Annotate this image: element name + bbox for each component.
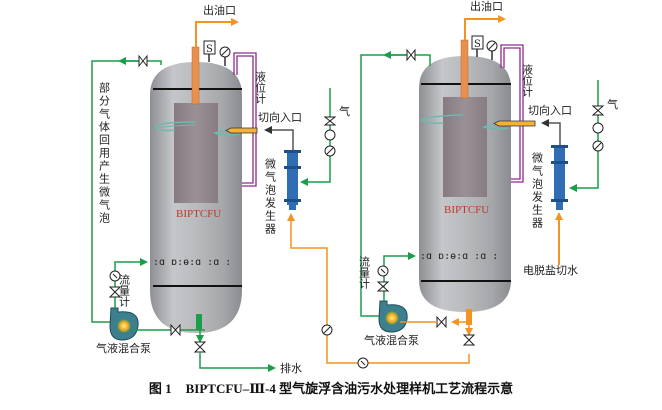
left-gas-valve-icon (323, 116, 337, 126)
right-tank-label: BIPTCFU (444, 204, 489, 216)
left-swirl-left (153, 121, 196, 132)
transfer-water-line (287, 213, 470, 364)
left-oil-outlet-line (195, 18, 239, 47)
right-gas-valve-icon (591, 105, 605, 116)
left-level-gauge-label: 液位计 (254, 70, 267, 105)
right-gas-liquid-pump (378, 300, 408, 333)
left-inlet-nozzle (225, 127, 258, 134)
left-flowmeter-valve-icon (108, 286, 122, 298)
left-generator-to-inlet-line (264, 126, 294, 150)
right-recycle-valve-icon (406, 48, 416, 62)
right-level-gauge-label: 液位计 (521, 63, 534, 98)
right-oil-outlet-line (464, 15, 506, 40)
right-discharge-valve-icon (462, 334, 476, 346)
right-level-gauge-tube (500, 44, 524, 183)
right-flowmeter-label: 流量计 (358, 255, 371, 290)
right-switch-icon: S (474, 39, 481, 50)
left-bubble-generator (284, 150, 301, 210)
right-tank-inner-cylinder (443, 97, 487, 197)
right-pump-label: 气液混合泵 (364, 333, 419, 347)
svg-text:液位计: 液位计 (254, 70, 267, 105)
left-gas-liquid-pump (109, 307, 139, 341)
left-gas-flowmeter-icon (324, 129, 336, 141)
right-gas-label: 气 (607, 97, 618, 111)
left-tank-inner-cylinder (174, 103, 218, 203)
right-inlet-nozzle (493, 120, 536, 127)
svg-text:液位计: 液位计 (521, 63, 534, 98)
left-pump-valve-icon (170, 323, 181, 337)
left-unit: :ɑ ɒ:ɵ:ɑ :ɑ : BIPTCFU 出油口 S 液位计 切向入口 (91, 3, 470, 375)
left-drain-label: 排水 (280, 361, 302, 375)
svg-text:部分气体回用产生微气泡: 部分气体回用产生微气泡 (98, 81, 111, 225)
right-flowmeter-valve-icon (376, 281, 390, 292)
figure-caption: 图 1 BIPTCFU–Ⅲ-4 型气旋浮含油污水处理样机工艺流程示意 (0, 378, 662, 397)
left-recycle-note: 部分气体回用产生微气泡 (98, 81, 111, 225)
right-gas-flowmeter-icon (592, 122, 604, 134)
left-flowmeter-label: 流量计 (118, 273, 131, 308)
left-tangential-inlet-label: 切向入口 (258, 110, 302, 124)
right-unit: :ɑ ɒ:ɵ:ɑ :ɑ : BIPTCFU 出油口 S 液位计 切向入口 (358, 0, 619, 347)
svg-text::ɑ ɒ:ɵ:ɑ :ɑ :: :ɑ ɒ:ɵ:ɑ :ɑ : (153, 257, 231, 268)
left-gas-label: 气 (339, 104, 350, 118)
right-oil-pipe (460, 39, 469, 99)
right-bubble-generator (551, 145, 568, 210)
left-tank-label: BIPTCFU (176, 208, 221, 220)
left-drain-line (199, 352, 276, 372)
left-distributor-holes: :ɑ ɒ:ɵ:ɑ :ɑ : (153, 257, 231, 268)
left-recycle-valve-icon (138, 54, 148, 68)
left-pump-label: 气液混合泵 (96, 341, 151, 355)
right-pump-to-distributor-line (383, 252, 416, 301)
right-gas-inlet-line (569, 80, 599, 192)
svg-text:流量计: 流量计 (358, 255, 371, 290)
right-distributor-holes: :ɑ ɒ:ɵ:ɑ :ɑ : (420, 251, 498, 262)
svg-text:微气泡发生器: 微气泡发生器 (264, 157, 277, 236)
left-level-gauge-tube (233, 52, 257, 187)
right-swirl-left (420, 114, 464, 124)
right-feed-water-label: 电脱盐切水 (523, 263, 578, 277)
right-bottom-outlet (466, 309, 472, 325)
left-drain-valve-icon (193, 341, 207, 353)
left-oil-pipe (191, 46, 200, 105)
right-bubble-generator-label: 微气泡发生器 (531, 151, 544, 230)
right-oil-outlet-label: 出油口 (470, 0, 503, 13)
right-pump-valve-icon (436, 315, 447, 329)
figure-number: 图 1 (148, 381, 172, 396)
left-bottom-outlet (196, 314, 202, 330)
svg-text::ɑ ɒ:ɵ:ɑ :ɑ :: :ɑ ɒ:ɵ:ɑ :ɑ : (420, 251, 498, 262)
left-bubble-generator-label: 微气泡发生器 (264, 157, 277, 236)
figure-title: BIPTCFU–Ⅲ-4 型气旋浮含油污水处理样机工艺流程示意 (185, 381, 514, 396)
left-oil-outlet-label: 出油口 (203, 3, 236, 17)
right-generator-to-inlet-line (541, 119, 561, 145)
svg-text:流量计: 流量计 (118, 273, 131, 308)
right-tangential-inlet-label: 切向入口 (528, 103, 572, 117)
left-switch-icon: S (206, 44, 213, 55)
svg-text:微气泡发生器: 微气泡发生器 (531, 151, 544, 230)
